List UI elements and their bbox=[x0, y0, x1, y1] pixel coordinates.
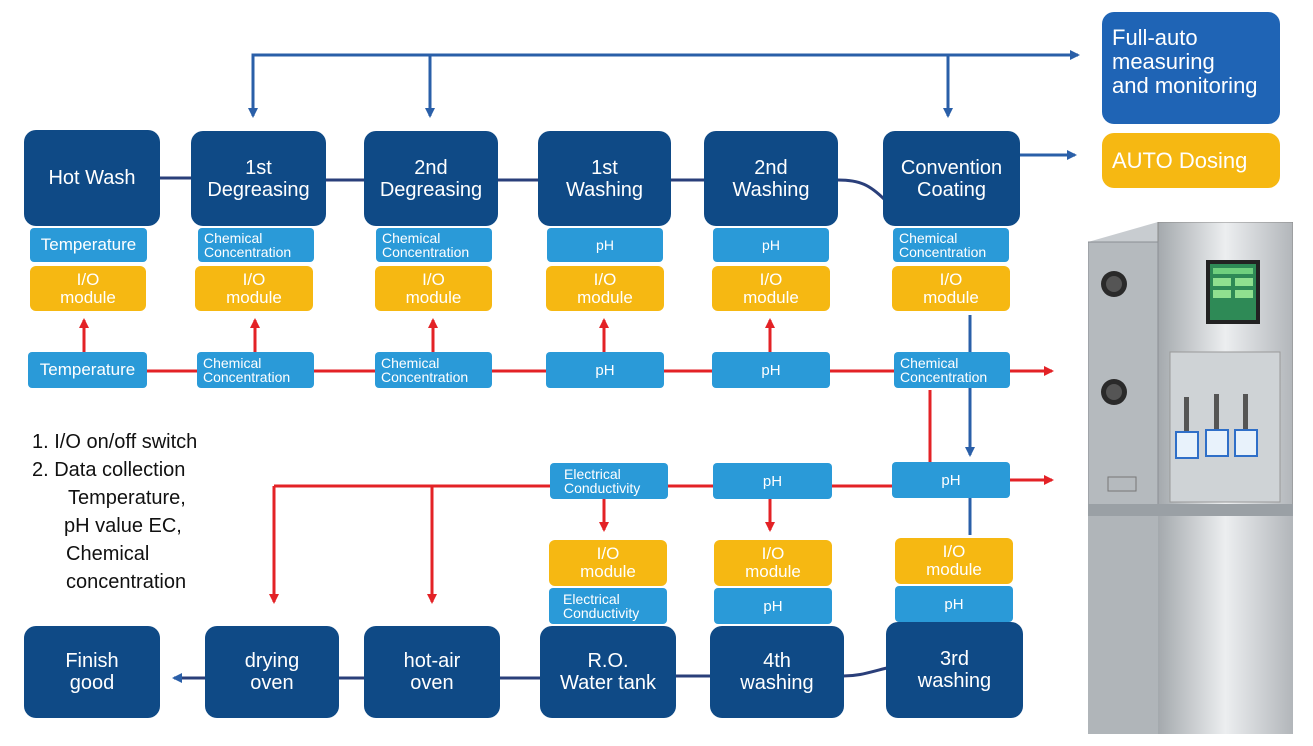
process-flow-top bbox=[160, 176, 887, 202]
stage-hot-wash: Hot Wash bbox=[24, 130, 160, 226]
sensor-ph-row2-2: pH bbox=[892, 462, 1010, 498]
io-module-bottom-1: I/O module bbox=[549, 540, 667, 586]
stage-convention-coating: Convention Coating bbox=[883, 131, 1020, 226]
io-module-top-4: I/O module bbox=[546, 266, 664, 311]
io-module-top-2: I/O module bbox=[195, 266, 313, 311]
sensor-temperature-row1: Temperature bbox=[28, 352, 147, 388]
sensor-chem-top-1: Chemical Concentration bbox=[198, 228, 314, 262]
stage-drying-oven: drying oven bbox=[205, 626, 339, 718]
io-module-top-5: I/O module bbox=[712, 266, 830, 311]
stage-ro-water-tank: R.O. Water tank bbox=[540, 626, 676, 718]
stage-2nd-washing: 2nd Washing bbox=[704, 131, 838, 226]
sensor-ph-bottom-2: pH bbox=[895, 586, 1013, 622]
stage-4th-washing: 4th washing bbox=[710, 626, 844, 718]
note-line-5: Chemical bbox=[66, 543, 150, 565]
note-line-4: pH value EC, bbox=[64, 515, 182, 537]
auto-dosing-tag: AUTO Dosing bbox=[1102, 133, 1280, 188]
note-line-1: 1. I/O on/off switch bbox=[32, 431, 198, 453]
sensor-ph-row1-1: pH bbox=[546, 352, 664, 388]
notes-list: 1. I/O on/off switch 2. Data collection … bbox=[32, 428, 197, 596]
sensor-chem-row1-1: Chemical Concentration bbox=[197, 352, 314, 388]
sensor-chem-top-2: Chemical Concentration bbox=[376, 228, 492, 262]
stage-2nd-degreasing: 2nd Degreasing bbox=[364, 131, 498, 226]
sensor-ph-top-1: pH bbox=[547, 228, 663, 262]
sensor-ph-row2-1: pH bbox=[713, 463, 832, 499]
full-auto-tag: Full-auto measuring and monitoring bbox=[1102, 12, 1280, 124]
io-module-top-6: I/O module bbox=[892, 266, 1010, 311]
stage-finish-good: Finish good bbox=[24, 626, 160, 718]
sensor-chem-top-3: Chemical Concentration bbox=[893, 228, 1009, 262]
control-bus bbox=[248, 50, 1080, 160]
io-module-top-1: I/O module bbox=[30, 266, 146, 311]
sensor-ph-top-2: pH bbox=[713, 228, 829, 262]
sensor-ec-bottom: Electrical Conductivity bbox=[549, 588, 667, 624]
sensor-ec-row2: Electrical Conductivity bbox=[550, 463, 668, 499]
sensor-chem-row1-3: Chemical Concentration bbox=[894, 352, 1010, 388]
stage-hot-air-oven: hot-air oven bbox=[364, 626, 500, 718]
monitoring-cabinet-image bbox=[1088, 222, 1293, 734]
io-module-bottom-2: I/O module bbox=[714, 540, 832, 586]
sensor-temperature-top: Temperature bbox=[30, 228, 147, 262]
sensor-ph-bottom-1: pH bbox=[714, 588, 832, 624]
process-flow-bottom bbox=[172, 666, 888, 683]
stage-1st-washing: 1st Washing bbox=[538, 131, 671, 226]
note-line-2: 2. Data collection bbox=[32, 459, 186, 481]
sensor-chem-row1-2: Chemical Concentration bbox=[375, 352, 492, 388]
io-module-top-3: I/O module bbox=[375, 266, 492, 311]
stage-1st-degreasing: 1st Degreasing bbox=[191, 131, 326, 226]
sensor-ph-row1-2: pH bbox=[712, 352, 830, 388]
io-module-bottom-3: I/O module bbox=[895, 538, 1013, 584]
note-line-6: concentration bbox=[66, 571, 187, 593]
stage-3rd-washing: 3rd washing bbox=[886, 622, 1023, 718]
note-line-3: Temperature, bbox=[68, 487, 186, 509]
